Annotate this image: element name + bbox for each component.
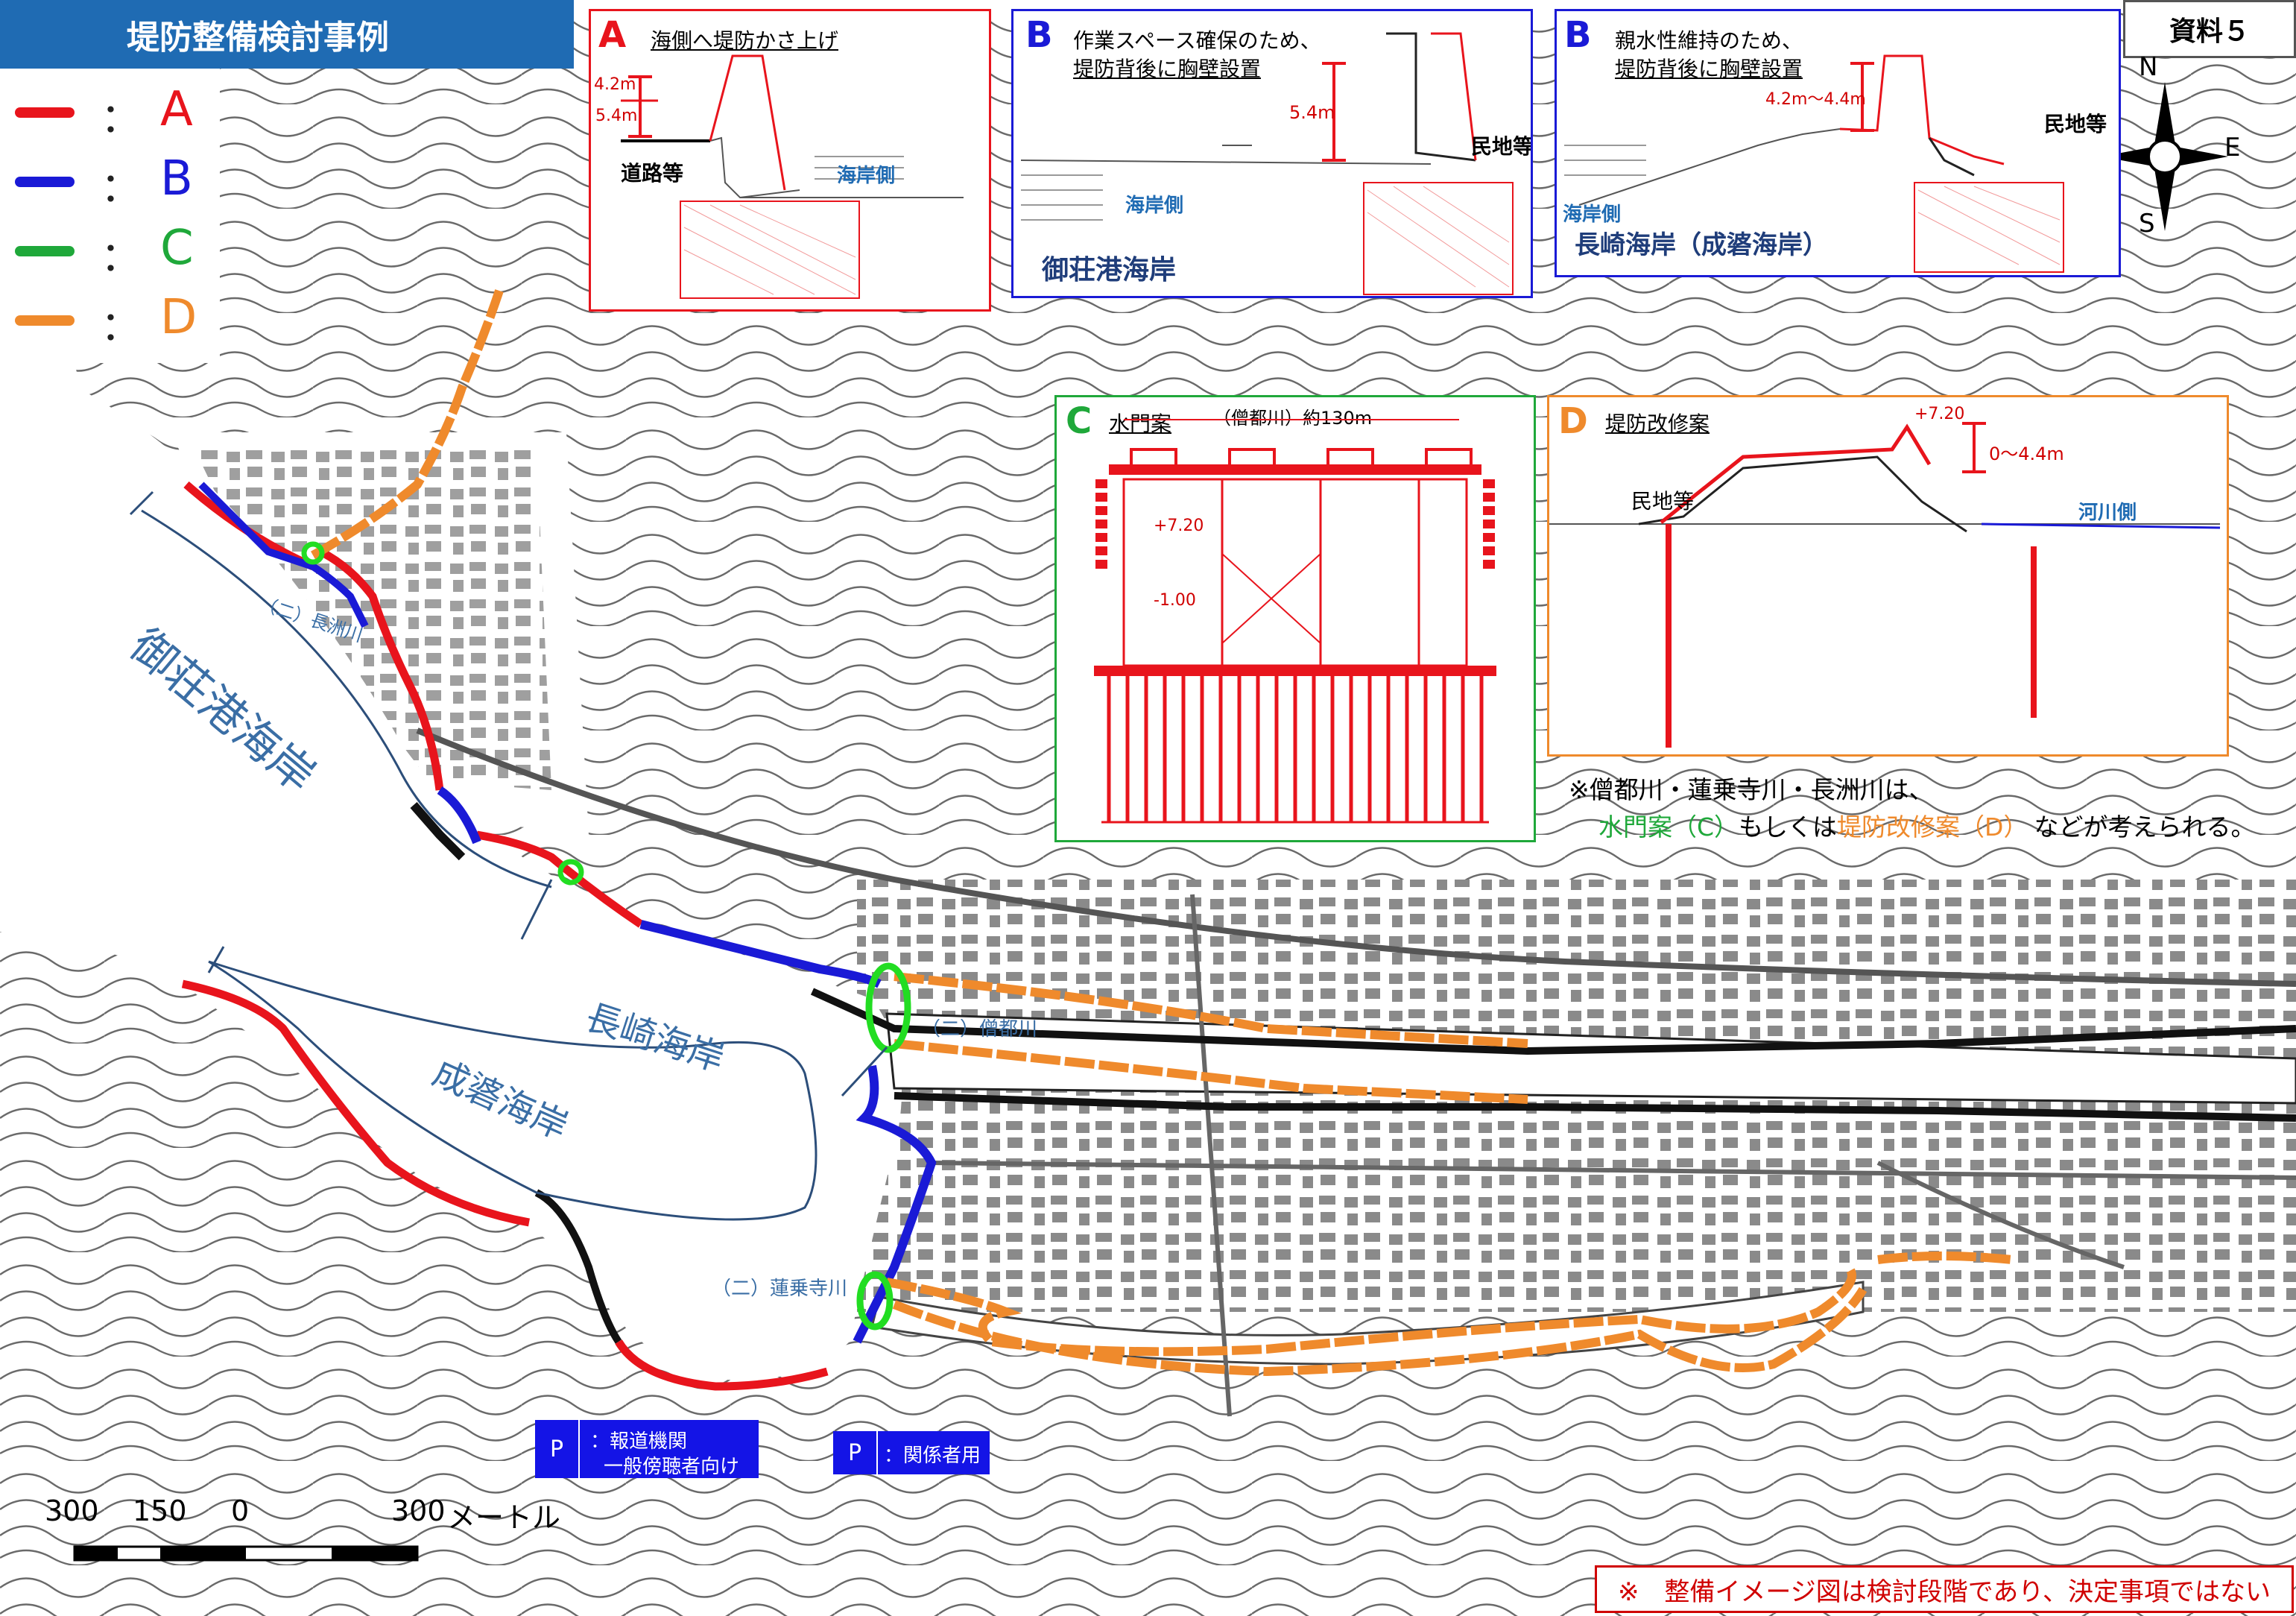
- panel-c-title: 水門案: [1109, 411, 1172, 436]
- note-line-2: 水門案（C）もしくは堤防改修案（D）などが考えられる。: [1569, 809, 2284, 846]
- note-mid: もしくは: [1739, 812, 1838, 842]
- legend-letter-d: D: [160, 290, 197, 345]
- panel-a-road-label: 道路等: [621, 161, 684, 186]
- panel-b1-title-2: 堤防背後に胸壁設置: [1073, 57, 1262, 81]
- panel-a: A 海側へ堤防かさ上げ 4.2m 5.4m 道路等 海岸側: [589, 9, 991, 312]
- reference-label: 資料５: [2123, 0, 2296, 58]
- panel-d-dim: 0～4.4m: [1989, 444, 2064, 464]
- legend-line-a: [15, 107, 75, 118]
- note-end: などが考えられる。: [2034, 812, 2256, 842]
- legend-item-c: ： C: [15, 221, 216, 280]
- panel-b-mishou: B 作業スペース確保のため、 堤防背後に胸壁設置 5.4m 民地等 海岸側 御荘…: [1011, 9, 1533, 298]
- panel-b1-coast-name: 御荘港海岸: [1042, 255, 1177, 285]
- panel-b2-dim: 4.2m～4.4m: [1765, 90, 1866, 109]
- panel-c: C 水門案 （僧都川）約130m +7.20 -1.00: [1054, 395, 1536, 842]
- note-rivers: ※僧都川・蓮乗寺川・長洲川は、 水門案（C）もしくは堤防改修案（D）などが考えら…: [1569, 771, 2284, 846]
- scale-label-300-left: 300: [45, 1495, 99, 1527]
- panel-d-letter: D: [1558, 400, 1588, 442]
- panel-b1-letter: B: [1025, 14, 1053, 56]
- panel-b1-sea-label: 海岸側: [1125, 195, 1184, 217]
- panel-a-sea-label: 海岸側: [837, 165, 896, 187]
- legend-letter-b: B: [160, 151, 193, 206]
- label-souzu-river: （二）僧都川: [921, 1018, 1038, 1041]
- legend-item-b: ： B: [15, 151, 216, 211]
- parking-icon: P: [833, 1431, 878, 1474]
- compass-north: N: [2139, 52, 2158, 82]
- parking-press: P ：報道機関 一般傍聴者向け: [535, 1420, 759, 1478]
- parking-staff-line-1: ：関係者用: [884, 1445, 981, 1467]
- page-title: 堤防整備検討事例: [0, 0, 574, 69]
- panel-b2-section-drawing: [1564, 54, 2064, 273]
- parking-icon: P: [535, 1420, 580, 1478]
- compass-south: S: [2139, 209, 2155, 239]
- legend-item-a: ： A: [15, 82, 216, 142]
- disclaimer-notice: ※ 整備イメージ図は検討段階であり、決定事項ではない: [1595, 1565, 2294, 1613]
- panel-a-letter: A: [598, 14, 627, 56]
- panel-d: D 堤防改修案 +7.20 0～4.4m 民地等 河川側: [1547, 395, 2229, 757]
- legend-line-c: [15, 246, 75, 256]
- label-renjoji-river: （二）蓮乗寺川: [712, 1278, 848, 1300]
- panel-d-level: +7.20: [1914, 405, 1965, 423]
- panel-b1-section-drawing: [1020, 32, 1514, 295]
- panel-b2-title-2: 堤防背後に胸壁設置: [1615, 57, 1803, 81]
- legend-line-d: [15, 315, 75, 326]
- parking-staff: P ：関係者用: [833, 1431, 990, 1474]
- panel-a-dim1: 4.2m: [594, 75, 636, 94]
- legend-colon: ：: [101, 303, 141, 350]
- legend-colon: ：: [101, 164, 141, 211]
- panel-b2-title-1: 親水性維持のため、: [1615, 28, 1803, 53]
- legend-letter-a: A: [160, 82, 193, 137]
- note-line-1: ※僧都川・蓮乗寺川・長洲川は、: [1569, 775, 1934, 804]
- panel-c-span: （僧都川）約130m: [1213, 408, 1373, 429]
- legend-colon: ：: [101, 95, 141, 142]
- panel-d-river-label: 河川側: [2078, 502, 2137, 524]
- note-d-text: 堤防改修案（D）: [1837, 812, 2028, 842]
- panel-b2-letter: B: [1564, 14, 1592, 56]
- panel-b1-dim: 5.4m: [1289, 102, 1335, 123]
- parking-press-line-1: ：報道機関: [590, 1430, 688, 1453]
- panel-a-section-drawing: [621, 54, 964, 299]
- compass-east: E: [2224, 133, 2241, 162]
- panel-d-title: 堤防改修案: [1605, 411, 1710, 436]
- scale-label-0: 0: [231, 1495, 250, 1527]
- panel-d-land-label: 民地等: [1631, 489, 1695, 514]
- scale-unit: メートル: [447, 1501, 561, 1534]
- panel-a-title: 海側へ堤防かさ上げ: [651, 28, 839, 53]
- panel-b1-land-label: 民地等: [1471, 134, 1533, 159]
- panel-b2-land-label: 民地等: [2044, 112, 2107, 136]
- panel-c-level-1: +7.20: [1154, 517, 1204, 535]
- compass-rose: [2101, 82, 2228, 231]
- legend-letter-c: C: [160, 221, 194, 276]
- panel-a-dim2: 5.4m: [595, 107, 638, 125]
- panel-b1-title-1: 作業スペース確保のため、: [1073, 28, 1321, 53]
- panel-c-gate-drawing: [1094, 419, 1496, 824]
- scale-label-300-right: 300: [391, 1495, 446, 1527]
- panel-b2-sea-label: 海岸側: [1563, 203, 1622, 226]
- note-c-text: 水門案（C）: [1598, 812, 1739, 842]
- panel-c-letter: C: [1066, 400, 1092, 442]
- legend-colon: ：: [101, 233, 141, 280]
- legend-line-b: [15, 177, 75, 187]
- parking-press-line-2: 一般傍聴者向け: [604, 1456, 740, 1478]
- legend: ： A ： B ： C ： D: [0, 69, 220, 363]
- legend-item-d: ： D: [15, 290, 216, 350]
- panel-d-section-drawing: [1549, 422, 2221, 748]
- panel-c-level-2: -1.00: [1154, 591, 1196, 610]
- panel-b2-coast-name: 長崎海岸（成碆海岸）: [1575, 230, 1828, 260]
- scale-label-150: 150: [133, 1495, 187, 1527]
- panel-b-nagasaki: B 親水性維持のため、 堤防背後に胸壁設置 4.2m～4.4m 民地等 海岸側 …: [1555, 9, 2121, 277]
